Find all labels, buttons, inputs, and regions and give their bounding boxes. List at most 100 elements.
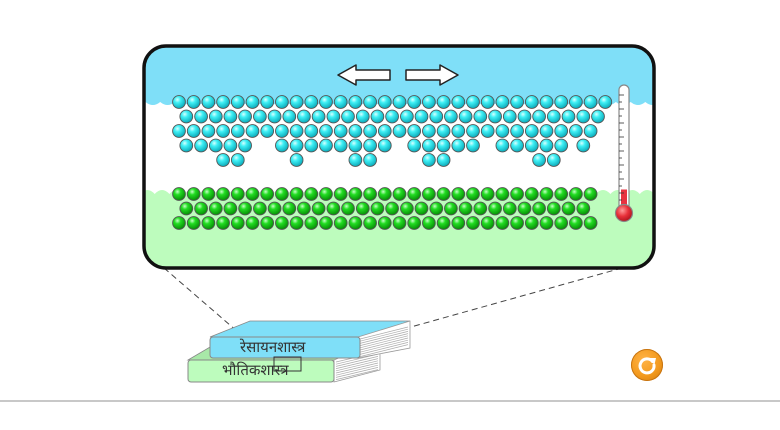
thermometer-bulb <box>614 203 634 223</box>
bottom-particle <box>392 216 407 230</box>
bottom-particle <box>216 187 230 201</box>
top-particle <box>400 109 414 124</box>
top-particle <box>326 109 341 124</box>
top-particle <box>289 153 304 167</box>
top-particle <box>208 138 223 153</box>
top-particle <box>355 109 370 124</box>
top-particle <box>267 109 282 124</box>
bottom-particle <box>480 216 495 230</box>
bottom-particle <box>510 187 524 201</box>
bottom-particle <box>429 201 444 216</box>
top-particle <box>422 124 436 138</box>
bottom-particle <box>326 201 341 216</box>
top-particle <box>444 109 458 124</box>
bottom-particle <box>561 201 576 216</box>
top-particle <box>363 95 377 109</box>
top-particle <box>451 95 466 109</box>
top-particle <box>289 95 304 109</box>
top-particle <box>216 124 230 138</box>
top-particle <box>304 124 319 138</box>
bottom-particle <box>179 201 194 216</box>
top-particle <box>583 124 598 138</box>
top-particle <box>194 109 208 124</box>
bottom-particle <box>253 201 267 216</box>
top-particle <box>407 138 422 153</box>
bottom-particle <box>569 187 583 201</box>
top-particle <box>348 95 363 109</box>
bottom-particle <box>363 216 377 230</box>
top-particle <box>216 95 230 109</box>
bottom-particle <box>194 201 208 216</box>
top-particle <box>436 95 451 109</box>
top-particle <box>502 109 517 124</box>
top-particle <box>223 138 238 153</box>
top-particle <box>414 109 429 124</box>
bottom-particle <box>319 187 333 201</box>
top-particle <box>377 95 392 109</box>
top-substance-region <box>144 46 654 105</box>
bottom-particle <box>201 187 216 201</box>
bottom-particle <box>524 216 539 230</box>
bottom-particle <box>510 216 524 230</box>
top-particle <box>569 124 583 138</box>
book-stack <box>186 320 411 383</box>
bottom-particle <box>466 216 480 230</box>
top-particle <box>436 153 451 167</box>
bottom-particle <box>385 201 399 216</box>
top-particle <box>583 95 598 109</box>
bottom-particles <box>172 187 598 230</box>
top-particle <box>598 95 613 109</box>
footer-divider <box>0 400 780 402</box>
bottom-particle <box>377 216 392 230</box>
top-particle <box>275 124 289 138</box>
top-particle <box>341 109 355 124</box>
top-particle <box>480 95 495 109</box>
top-particle <box>466 124 480 138</box>
bottom-particle <box>311 201 326 216</box>
top-particle <box>524 124 539 138</box>
move-left-arrow-button[interactable] <box>337 64 391 86</box>
top-particle <box>495 138 510 153</box>
top-particle <box>230 153 245 167</box>
reset-button[interactable] <box>631 349 663 381</box>
book-physics-label: भौतिकशास्त्र <box>222 361 289 379</box>
top-particle <box>429 109 444 124</box>
top-particle <box>319 95 333 109</box>
top-particle <box>466 138 480 153</box>
bottom-particle <box>348 187 363 201</box>
top-particle <box>466 95 480 109</box>
thermometer-scale <box>619 94 624 201</box>
bottom-particle <box>289 216 304 230</box>
top-particle <box>510 95 524 109</box>
top-particle <box>275 95 289 109</box>
top-particle <box>539 138 554 153</box>
bottom-particle <box>230 187 245 201</box>
magnified-area-marker <box>273 356 302 372</box>
bottom-particle <box>275 187 289 201</box>
top-particle <box>172 95 186 109</box>
top-particle <box>554 124 569 138</box>
bottom-particle <box>480 187 495 201</box>
top-particle <box>172 124 186 138</box>
top-particle <box>223 109 238 124</box>
interface-frame-border <box>142 44 656 270</box>
top-particle <box>253 109 267 124</box>
bottom-particle <box>422 187 436 201</box>
top-particle <box>407 124 422 138</box>
bottom-particle <box>363 187 377 201</box>
top-particle <box>532 153 546 167</box>
top-particle <box>333 138 348 153</box>
top-particle <box>392 124 407 138</box>
bottom-particle <box>502 201 517 216</box>
move-right-arrow-button[interactable] <box>405 64 459 86</box>
top-particle <box>561 109 576 124</box>
bottom-particle <box>245 216 260 230</box>
bottom-particle <box>245 187 260 201</box>
top-particle <box>488 109 502 124</box>
book-chemistry-label: रेसायनशास्त्र <box>240 338 306 356</box>
top-particle <box>546 109 561 124</box>
thermometer <box>614 84 634 223</box>
top-particle <box>546 153 561 167</box>
bottom-particle <box>230 216 245 230</box>
top-particle <box>569 95 583 109</box>
